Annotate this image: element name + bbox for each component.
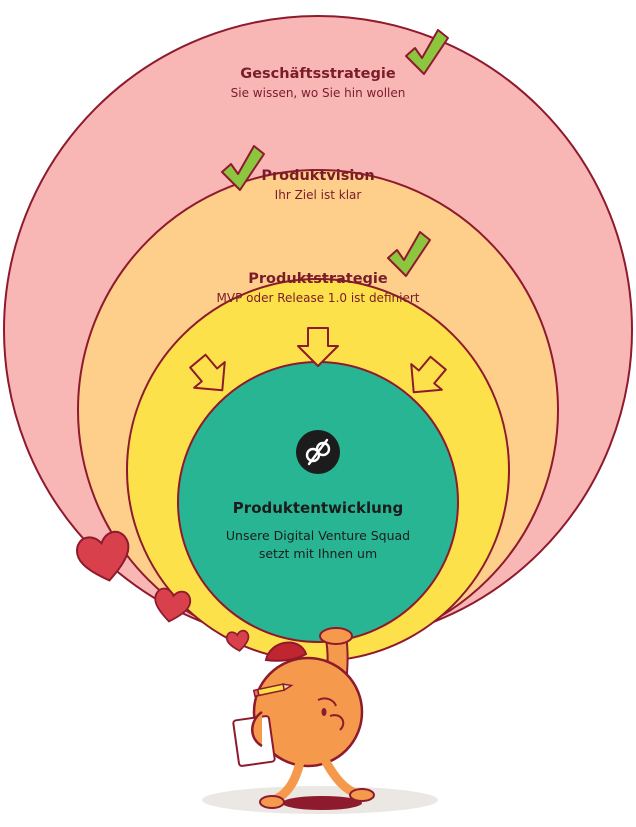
- product-development-title: Produktentwicklung: [232, 499, 404, 517]
- arrow-down-icon: [297, 327, 339, 367]
- heart-icon-large: [76, 530, 130, 582]
- heart-icon-small: [225, 629, 250, 652]
- business-strategy-title: Geschäftsstrategie: [240, 66, 396, 82]
- product-strategy-subtitle: MVP oder Release 1.0 ist definiert: [216, 291, 420, 305]
- product-development-subtitle-line2: setzt mit Ihnen um: [258, 546, 378, 561]
- pencil-icon: [252, 683, 294, 698]
- foot-shadow: [282, 796, 362, 810]
- arrow-down-left-icon: [410, 355, 447, 394]
- clipboard: [232, 715, 276, 767]
- business-strategy-subtitle: Sie wissen, wo Sie hin wollen: [230, 86, 406, 100]
- infinity-logo-icon: [296, 430, 340, 474]
- heart-icon-medium: [154, 587, 192, 623]
- product-strategy-title: Produktstrategie: [248, 271, 388, 287]
- product-vision-title: Produktvision: [261, 168, 375, 184]
- product-vision-subtitle: Ihr Ziel ist klar: [274, 188, 362, 202]
- check-icon-product-vision: [221, 145, 265, 191]
- check-icon-business-strategy: [405, 29, 449, 75]
- check-icon-product-strategy: [387, 231, 431, 277]
- hat: [264, 641, 308, 662]
- carrying-character: [232, 627, 375, 809]
- product-development-subtitle-line1: Unsere Digital Venture Squad: [225, 528, 411, 543]
- arrow-down-right-icon: [189, 353, 226, 392]
